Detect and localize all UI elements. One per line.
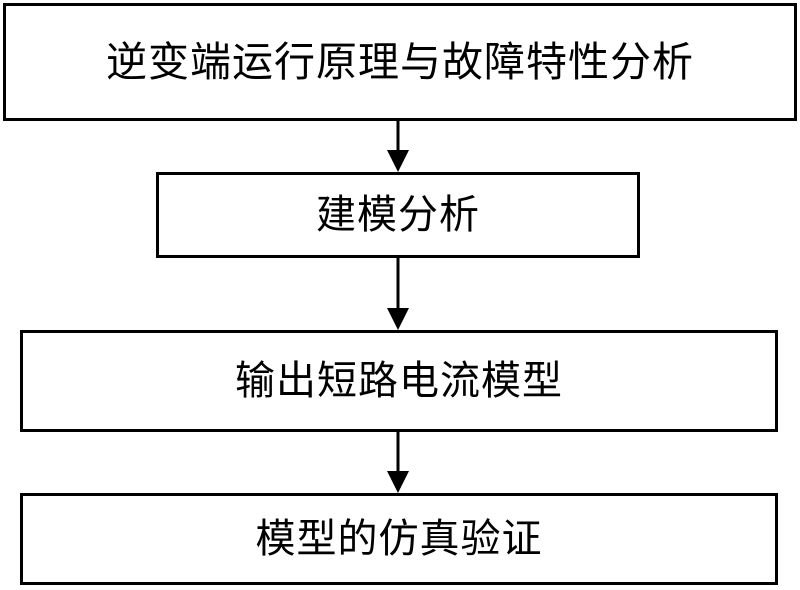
flow-arrow-3 bbox=[387, 432, 409, 493]
flow-arrow-2 bbox=[387, 258, 409, 330]
flow-step-inverter-analysis: 逆变端运行原理与故障特性分析 bbox=[3, 3, 797, 121]
flow-step-label: 建模分析 bbox=[316, 192, 480, 238]
flow-step-output-model: 输出短路电流模型 bbox=[20, 330, 778, 432]
flow-step-modeling: 建模分析 bbox=[156, 172, 640, 258]
flow-step-label: 输出短路电流模型 bbox=[235, 358, 563, 404]
flow-step-label: 模型的仿真验证 bbox=[255, 516, 543, 562]
flow-step-label: 逆变端运行原理与故障特性分析 bbox=[106, 37, 694, 86]
flow-arrow-1 bbox=[387, 121, 409, 172]
flow-step-simulation: 模型的仿真验证 bbox=[20, 493, 778, 585]
